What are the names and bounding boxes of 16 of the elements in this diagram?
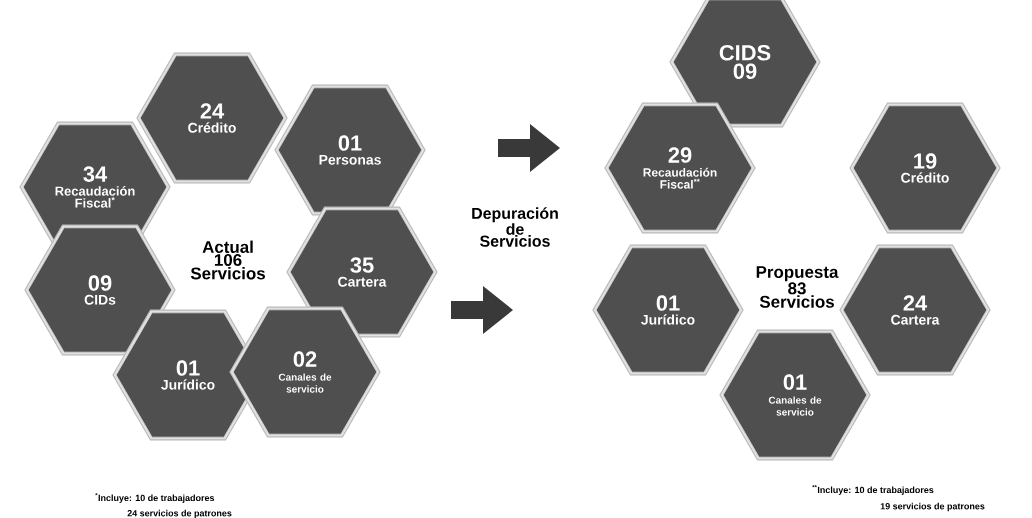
center-label: Propuesta 83 Servicios [756, 266, 839, 308]
footnote: $^{*}$Incluye: 10 de trabajadores [95, 493, 215, 503]
footnote: $^{**}$Incluye: 10 de trabajadores [812, 485, 934, 495]
center-label: Actual 106 Servicios [190, 240, 265, 280]
hexagon-tile: 01 Jurídico [592, 244, 744, 376]
hexagon-tile: 29 Recaudación Fiscal$^{**}$ [604, 102, 756, 234]
hexagon-tile: 01 Canales de servicio [719, 329, 871, 461]
hexagon-tile: 19 Crédito [849, 102, 1001, 234]
hexagon-tile: 02 Canales de servicio [229, 306, 381, 438]
hexagon-tile: 24 Crédito [136, 52, 288, 184]
hexagon-tile: 24 Cartera [839, 244, 991, 376]
hexagon-tile: CIDS 09 [669, 0, 821, 128]
center-label: Depuración de Servicios [472, 207, 558, 247]
footnote: 24 servicios de patrones [127, 509, 232, 518]
hexagon-tile: 01 Personas [274, 84, 426, 216]
footnote: 19 servicios de patrones [880, 502, 985, 512]
